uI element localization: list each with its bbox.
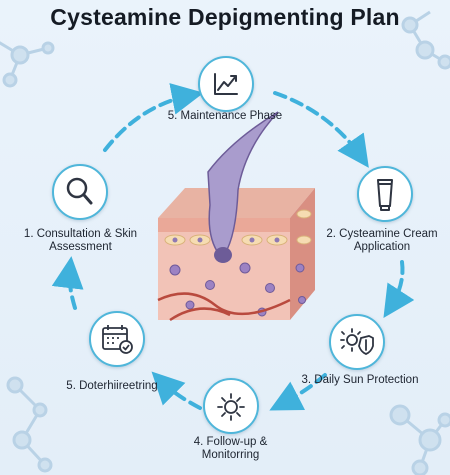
calendar-check-icon bbox=[102, 325, 133, 354]
step-label-consultation: 1. Consultation & Skin Assessment bbox=[23, 228, 138, 253]
sun-shield-icon bbox=[340, 328, 374, 355]
trend-chart-icon bbox=[214, 73, 238, 95]
sun-protection-step-icon bbox=[329, 314, 385, 370]
application-step-icon bbox=[357, 166, 413, 222]
monitoring-step-icon bbox=[89, 311, 145, 367]
step-label-maintenance: 5. Maintenance Phase bbox=[167, 110, 283, 122]
maintenance-step-icon bbox=[198, 56, 254, 112]
step-label-application: 2. Cysteamine Cream Application bbox=[326, 228, 438, 253]
step-label-monitoring: 5. Doterhiireetring bbox=[66, 380, 158, 392]
consultation-step-icon bbox=[52, 164, 108, 220]
sun-icon bbox=[217, 393, 245, 421]
cream-tube-icon bbox=[377, 179, 393, 211]
diagram-title: Cysteamine Depigmenting Plan bbox=[50, 4, 400, 30]
follow-up-step-icon bbox=[203, 378, 259, 434]
step-label-sun-protection: 3. Daily Sun Protection bbox=[301, 374, 419, 386]
step-label-follow-up: 4. Follow-up & Monitorring bbox=[193, 436, 268, 461]
magnifier-icon bbox=[66, 177, 93, 205]
